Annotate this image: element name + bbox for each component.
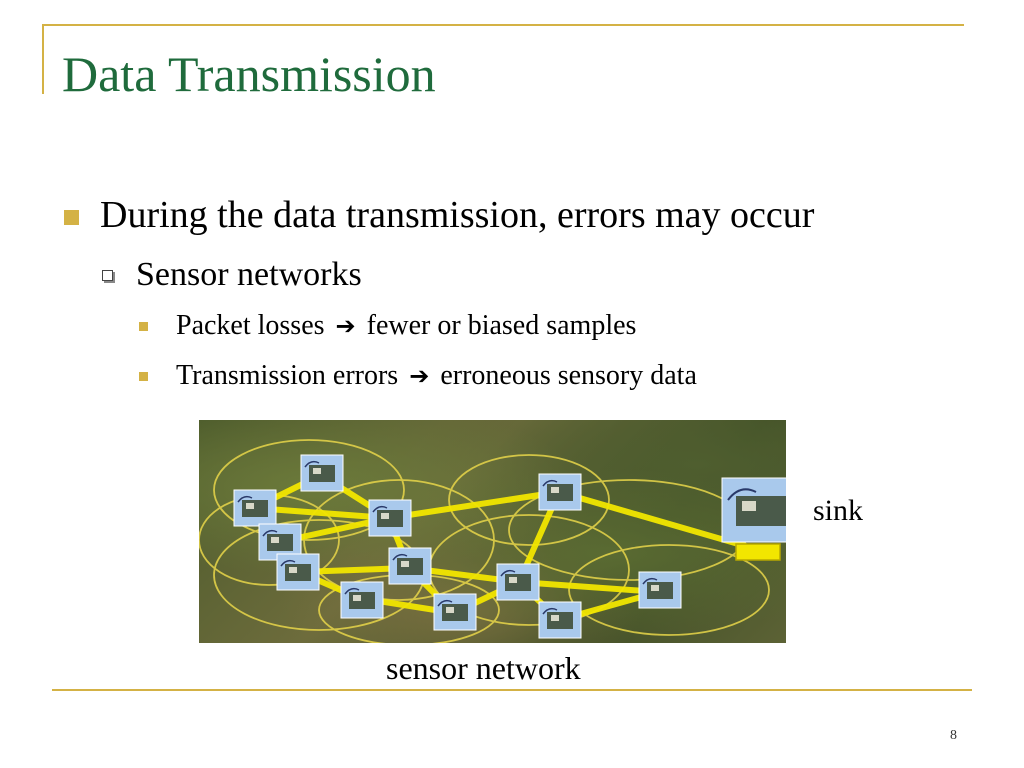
- title-frame-top-rule: [42, 24, 964, 26]
- sensor-mote-icon: [233, 489, 277, 527]
- bullet-square-icon: [64, 210, 79, 225]
- sensor-mote-icon: [340, 581, 384, 619]
- sink-node-icon: [721, 477, 786, 543]
- sensor-mote-icon: [496, 563, 540, 601]
- sensor-mote-icon: [300, 454, 344, 492]
- bullet-level3-left: Packet losses: [176, 310, 325, 341]
- sensor-network-diagram: [199, 439, 786, 643]
- bullet-level3-right: erroneous sensory data: [440, 360, 697, 391]
- figure-caption: sensor network: [386, 650, 581, 686]
- sensor-mote-icon: [276, 553, 320, 591]
- sensor-network-aerial-image: [199, 420, 786, 643]
- sensor-mote-icon: [368, 499, 412, 537]
- bullet-square-icon: [139, 322, 148, 331]
- sensor-mote-icon: [638, 571, 682, 609]
- title-frame-left-rule: [42, 24, 44, 94]
- page-number: 8: [950, 728, 957, 743]
- bullet-level2-text: Sensor networks: [136, 256, 362, 293]
- sink-marker: [735, 543, 781, 561]
- arrow-right-icon: ➔: [409, 362, 430, 390]
- bullet-level1-text: During the data transmission, errors may…: [100, 194, 815, 236]
- sensor-mote-icon: [538, 473, 582, 511]
- bullet-checkbox-icon: [102, 270, 113, 281]
- bullet-level3-right: fewer or biased samples: [366, 310, 637, 341]
- arrow-right-icon: ➔: [335, 312, 356, 340]
- bullet-square-icon: [139, 372, 148, 381]
- bullet-level3-item: Packet losses ➔ fewer or biased samples: [176, 310, 636, 342]
- footer-rule: [52, 689, 972, 691]
- sensor-mote-icon: [388, 547, 432, 585]
- bullet-level3-item: Transmission errors ➔ erroneous sensory …: [176, 360, 697, 392]
- sensor-mote-icon: [433, 593, 477, 631]
- sensor-nodes: [233, 454, 786, 639]
- sink-label: sink: [813, 494, 864, 527]
- slide-title: Data Transmission: [62, 46, 436, 102]
- sensor-mote-icon: [538, 601, 582, 639]
- bullet-level3-left: Transmission errors: [176, 360, 399, 391]
